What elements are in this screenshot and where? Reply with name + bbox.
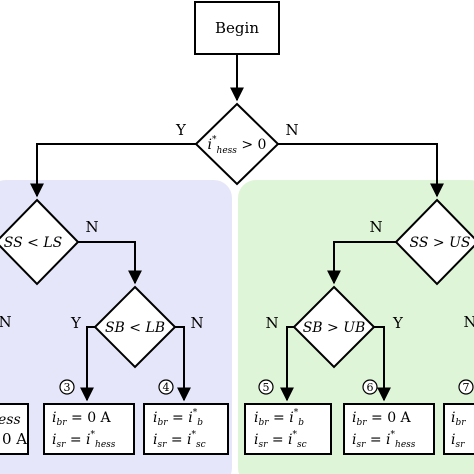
- outcome-3-line1: ibr = 0 A: [52, 410, 112, 428]
- svg-text:5: 5: [263, 381, 270, 394]
- label-sbub-y: Y: [392, 314, 404, 332]
- edge-hess-left: [30, 143, 196, 198]
- label-hess-n: N: [285, 121, 298, 139]
- outcome-box-4: [143, 403, 229, 455]
- label-left-n: N: [85, 218, 98, 236]
- edge-left-sblb: [78, 241, 142, 285]
- outcome-box-partial-left: [0, 403, 29, 455]
- decision-ss-ls: [0, 198, 80, 286]
- outcome-box-5: [244, 403, 332, 455]
- marker-7: 7: [458, 379, 474, 395]
- outcome-box-7: [443, 403, 474, 455]
- edge-sblb-no: [175, 326, 191, 402]
- decision-ss-us-label: SS > US: [410, 235, 471, 251]
- begin-box: [194, 1, 280, 55]
- decision-sb-lb-label: SB < LB: [105, 320, 165, 336]
- edge-hess-right: [278, 143, 444, 198]
- edge-sbub-yes: [374, 326, 391, 402]
- label-hess-y: Y: [175, 121, 187, 139]
- svg-text:3: 3: [64, 381, 71, 394]
- edge-sblb-yes: [80, 326, 95, 402]
- outcome-box-3: [43, 403, 135, 455]
- label-sblb-n: N: [190, 314, 203, 332]
- outcome-6-line1: ibr = 0 A: [352, 410, 412, 428]
- svg-text:6: 6: [367, 381, 374, 394]
- outcome-box-6: [343, 403, 435, 455]
- marker-3: 3: [59, 379, 75, 395]
- outcome-partial-left-line2: 0 A: [2, 430, 27, 448]
- edge-sbub-no: [280, 326, 294, 402]
- decision-hess-label: i*hess > 0: [208, 135, 267, 156]
- label-sblb-y: Y: [70, 314, 82, 332]
- begin-label: Begin: [215, 19, 259, 37]
- decision-sb-lb: [93, 285, 177, 369]
- svg-text:7: 7: [463, 381, 470, 394]
- edge-right-sbub: [327, 241, 396, 285]
- decision-sb-ub: [292, 285, 376, 369]
- label-left-partial: N: [0, 313, 12, 331]
- marker-5: 5: [258, 379, 274, 395]
- label-right-n: N: [369, 218, 382, 236]
- decision-sb-ub-label: SB > UB: [303, 320, 366, 336]
- decision-hess: [194, 102, 280, 186]
- svg-text:4: 4: [163, 381, 170, 394]
- label-sbub-n: N: [265, 314, 278, 332]
- decision-ss-us: [394, 198, 474, 286]
- marker-4: 4: [158, 379, 174, 395]
- marker-6: 6: [362, 379, 378, 395]
- label-right-partial: N: [463, 313, 474, 331]
- decision-ss-ls-label: SS < LS: [4, 235, 62, 251]
- outcome-partial-left-line1: ess: [0, 412, 21, 428]
